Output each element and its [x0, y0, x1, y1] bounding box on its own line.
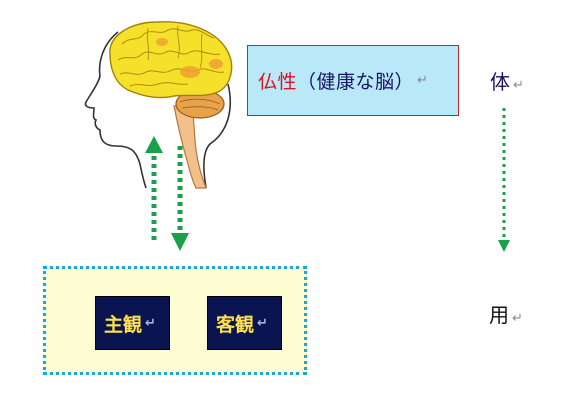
objective-text: 客観 — [216, 313, 255, 336]
return-mark-icon: ↵ — [145, 315, 156, 331]
return-mark-icon: ↵ — [513, 78, 524, 93]
back-of-head-outline — [203, 83, 232, 189]
head-outline — [84, 31, 147, 189]
healthy-brain-text: （健康な脳） — [297, 71, 415, 93]
brain-stem — [173, 103, 207, 189]
down-arrow-head — [171, 233, 189, 251]
function-text: 用 — [489, 303, 509, 327]
healthy-brain-box: 仏性 （健康な脳） ↵ — [247, 45, 459, 116]
buddha-nature-text: 仏性 — [258, 71, 298, 93]
return-mark-icon: ↵ — [512, 311, 523, 326]
subjective-text: 主観 — [104, 313, 143, 336]
essence-text: 体 — [490, 70, 510, 94]
objective-box: 客観↵ — [207, 296, 282, 350]
essence-to-function-arrow-head — [498, 240, 510, 252]
subjective-box: 主観↵ — [95, 296, 170, 350]
function-label: 用↵ — [489, 299, 523, 328]
return-mark-icon: ↵ — [417, 73, 429, 88]
essence-label: 体↵ — [490, 66, 524, 95]
head-brain-illustration — [84, 21, 233, 189]
return-mark-icon: ↵ — [257, 315, 268, 331]
